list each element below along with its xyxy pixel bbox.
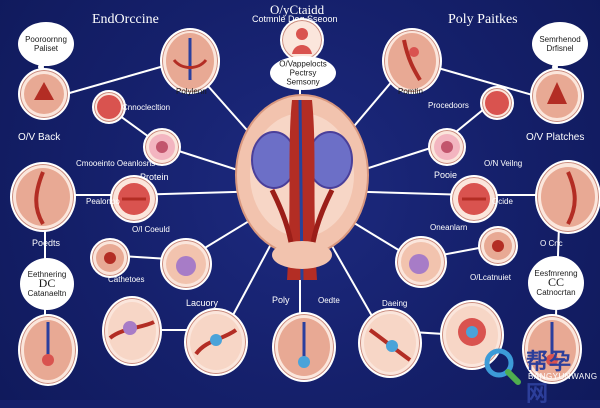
callout-top-left: Pooroornng Paliset: [18, 22, 74, 66]
callout-top-right-text: Semrhenod Drfisnel: [539, 35, 581, 53]
label-ov-platches: O/V Platches: [526, 132, 585, 143]
node-bottom-right-3: [358, 308, 422, 378]
node-lower-right-small: [478, 226, 518, 266]
callout-dc-text: Eethnering DC Catanaeltn: [22, 270, 72, 298]
node-bottom-right-2: [440, 300, 504, 370]
node-bottom-center: [272, 312, 336, 382]
node-right-uterus: [530, 68, 584, 124]
node-far-right-ovary: [535, 160, 600, 234]
node-mid-left: [110, 175, 158, 223]
title-endocrine: EndOrccine: [92, 12, 159, 27]
node-bottom-far-right: [522, 314, 582, 384]
callout-cc-top: Eesfmrenng: [534, 269, 578, 278]
node-far-left-ovary: [10, 162, 76, 232]
node-lower-right-sphere: [395, 236, 447, 288]
callout-cc-text: Eesfmrenng CC Catnocrtan: [530, 269, 582, 297]
label-poedts: Poedts: [32, 238, 61, 248]
node-mid-right: [450, 175, 498, 223]
node-left-uterus: [18, 68, 70, 120]
node-top-center-figure: [280, 18, 324, 62]
label-upper-left-small: Cnnoclecltion: [122, 103, 171, 112]
callout-dc-main: DC: [38, 276, 56, 290]
node-lower-left-sphere: [160, 238, 212, 290]
node-cell-left: [143, 128, 181, 166]
site-watermark: 帮孕网 BANGYUNWANG: [482, 344, 597, 406]
callout-cc-main: CC: [547, 275, 564, 289]
node-bottom-left-2: [102, 296, 162, 366]
magnifier-logo-icon: [484, 348, 521, 385]
node-small-upper-left: [92, 90, 126, 124]
label-mid-right-note: O/N Veilng: [484, 159, 523, 168]
label-poly: Poly: [272, 295, 290, 305]
label-lower-right-2: O/Lcatnuiet: [470, 273, 511, 282]
label-top-right-ovary: Pomtin: [398, 87, 423, 96]
label-top-left-ovary: Polylenn: [176, 87, 207, 96]
label-lower-left-1: O/l Coeuld: [132, 225, 170, 234]
callout-top-right: Semrhenod Drfisnel: [532, 22, 588, 66]
central-organ-illustration: [232, 80, 372, 290]
callout-center: O/Vappelocts Pectrsy Semsony: [270, 56, 336, 90]
watermark-title: 帮孕网: [526, 349, 573, 406]
callout-dc-bottom: Catanaeltn: [27, 289, 67, 298]
label-daeing: Daeing: [382, 299, 408, 308]
title-poly-panels: Poly Paitkes: [448, 12, 518, 27]
label-lacuory: Lacuory: [186, 298, 219, 308]
node-small-upper-right: [480, 86, 514, 120]
callout-cc: Eesfmrenng CC Catnocrtan: [528, 256, 584, 310]
label-protein: Protein: [140, 172, 169, 182]
node-bottom-far-left: [18, 314, 78, 386]
node-top-left-ovary: [160, 28, 220, 94]
watermark-subtitle: BANGYUNWANG: [528, 372, 598, 381]
node-bottom-left-3: [184, 308, 248, 376]
label-mid-left-2: Pealonbo: [86, 197, 120, 206]
callout-dc: Eethnering DC Catanaeltn: [20, 258, 74, 310]
label-pooie: Pooie: [434, 170, 458, 180]
callout-dc-top: Eethnering: [27, 270, 67, 279]
label-o-cnc: O Cnc: [540, 239, 563, 248]
label-center-bottom: Oedte: [318, 296, 340, 305]
node-top-right-ovary: [382, 28, 442, 94]
callout-top-left-text: Pooroornng Paliset: [25, 35, 67, 53]
node-lower-left-small: [90, 238, 130, 278]
title-center-top: O/yCtaidd: [270, 2, 325, 17]
label-lower-left-2: Cathetoes: [108, 275, 145, 284]
node-cell-right: [428, 128, 466, 166]
label-mid-left-note: Cmooeinto Oeanlosns: [76, 159, 156, 168]
callout-center-text: O/Vappelocts Pectrsy Semsony: [279, 59, 327, 87]
label-procedures: Procedoors: [428, 101, 469, 110]
callout-cc-bottom: Catnocrtan: [536, 288, 576, 297]
label-ov-back: O/V Back: [18, 132, 61, 143]
callout-top-left-tail: [38, 64, 44, 70]
label-ocide: Ocide: [492, 197, 513, 206]
callout-top-right-tail: [552, 64, 558, 70]
label-lower-right-1: Oneanlarn: [430, 223, 468, 232]
